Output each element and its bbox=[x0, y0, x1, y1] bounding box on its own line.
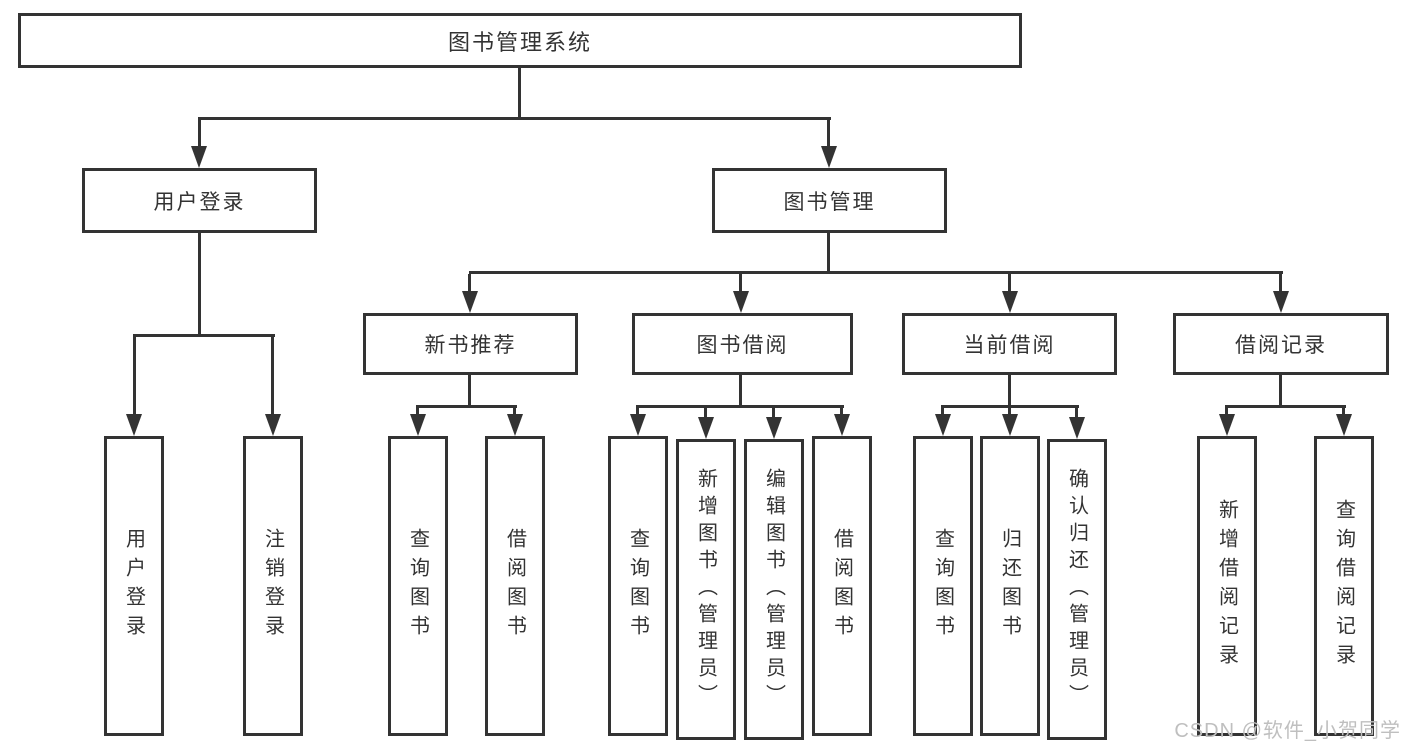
leaf-current-query-books: 查询图书 bbox=[913, 436, 973, 736]
leaf-current-return-books: 归还图书 bbox=[980, 436, 1040, 736]
arrow-down-icon bbox=[462, 291, 478, 313]
connector-line bbox=[1075, 405, 1078, 418]
connector-line bbox=[827, 120, 830, 147]
connector-line bbox=[1342, 405, 1345, 415]
watermark: CSDN @软件_小贺同学 bbox=[1174, 720, 1401, 742]
connector-line bbox=[468, 274, 471, 292]
connector-line bbox=[1279, 274, 1282, 292]
arrow-down-icon bbox=[698, 417, 714, 439]
arrow-down-icon bbox=[821, 146, 837, 168]
leaf-user-login: 用户登录 bbox=[104, 436, 164, 736]
arrow-down-icon bbox=[265, 414, 281, 436]
connector-line bbox=[739, 375, 742, 406]
arrow-down-icon bbox=[507, 414, 523, 436]
connector-line bbox=[941, 405, 944, 415]
connector-line bbox=[198, 233, 201, 336]
connector-line bbox=[469, 271, 1283, 274]
node-book-management: 图书管理 bbox=[712, 168, 947, 233]
connector-line bbox=[417, 405, 517, 408]
connector-line bbox=[416, 405, 419, 415]
arrow-down-icon bbox=[1002, 291, 1018, 313]
connector-line bbox=[198, 117, 831, 120]
node-library-management-system: 图书管理系统 bbox=[18, 13, 1022, 68]
connector-line bbox=[133, 337, 136, 415]
connector-line bbox=[739, 274, 742, 292]
connector-line bbox=[1008, 405, 1011, 415]
connector-line bbox=[1279, 375, 1282, 406]
arrow-down-icon bbox=[410, 414, 426, 436]
arrow-down-icon bbox=[935, 414, 951, 436]
arrow-down-icon bbox=[834, 414, 850, 436]
arrow-down-icon bbox=[126, 414, 142, 436]
connector-line bbox=[1225, 405, 1228, 415]
connector-line bbox=[271, 337, 274, 415]
arrow-down-icon bbox=[1002, 414, 1018, 436]
connector-line bbox=[840, 405, 843, 415]
connector-line bbox=[772, 405, 775, 418]
node-new-book-recommend: 新书推荐 bbox=[363, 313, 578, 375]
leaf-borrow-query-books: 查询图书 bbox=[608, 436, 668, 736]
leaf-logout: 注销登录 bbox=[243, 436, 303, 736]
connector-line bbox=[198, 120, 201, 147]
node-user-login: 用户登录 bbox=[82, 168, 317, 233]
arrow-down-icon bbox=[1219, 414, 1235, 436]
node-book-borrowing: 图书借阅 bbox=[632, 313, 853, 375]
arrow-down-icon bbox=[766, 417, 782, 439]
arrow-down-icon bbox=[630, 414, 646, 436]
connector-line bbox=[133, 334, 275, 337]
arrow-down-icon bbox=[1273, 291, 1289, 313]
leaf-current-confirm-return-admin: 确认归还（管理员） bbox=[1047, 439, 1107, 740]
arrow-down-icon bbox=[1069, 417, 1085, 439]
connector-line bbox=[1008, 274, 1011, 292]
node-borrowing-records: 借阅记录 bbox=[1173, 313, 1389, 375]
connector-line bbox=[513, 405, 516, 415]
leaf-borrow-borrow-books: 借阅图书 bbox=[812, 436, 872, 736]
leaf-borrow-add-book-admin: 新增图书（管理员） bbox=[676, 439, 736, 740]
arrow-down-icon bbox=[733, 291, 749, 313]
leaf-newbook-query-books: 查询图书 bbox=[388, 436, 448, 736]
arrow-down-icon bbox=[1336, 414, 1352, 436]
connector-line bbox=[1226, 405, 1346, 408]
leaf-records-add-record: 新增借阅记录 bbox=[1197, 436, 1257, 736]
leaf-newbook-borrow-books: 借阅图书 bbox=[485, 436, 545, 736]
connector-line bbox=[704, 405, 707, 418]
node-current-borrowing: 当前借阅 bbox=[902, 313, 1117, 375]
connector-line bbox=[468, 375, 471, 406]
connector-line bbox=[827, 233, 830, 272]
connector-line bbox=[1008, 375, 1011, 406]
arrow-down-icon bbox=[191, 146, 207, 168]
connector-line bbox=[637, 405, 844, 408]
leaf-borrow-edit-book-admin: 编辑图书（管理员） bbox=[744, 439, 804, 740]
connector-line bbox=[518, 68, 521, 119]
leaf-records-query-record: 查询借阅记录 bbox=[1314, 436, 1374, 736]
connector-line bbox=[636, 405, 639, 415]
